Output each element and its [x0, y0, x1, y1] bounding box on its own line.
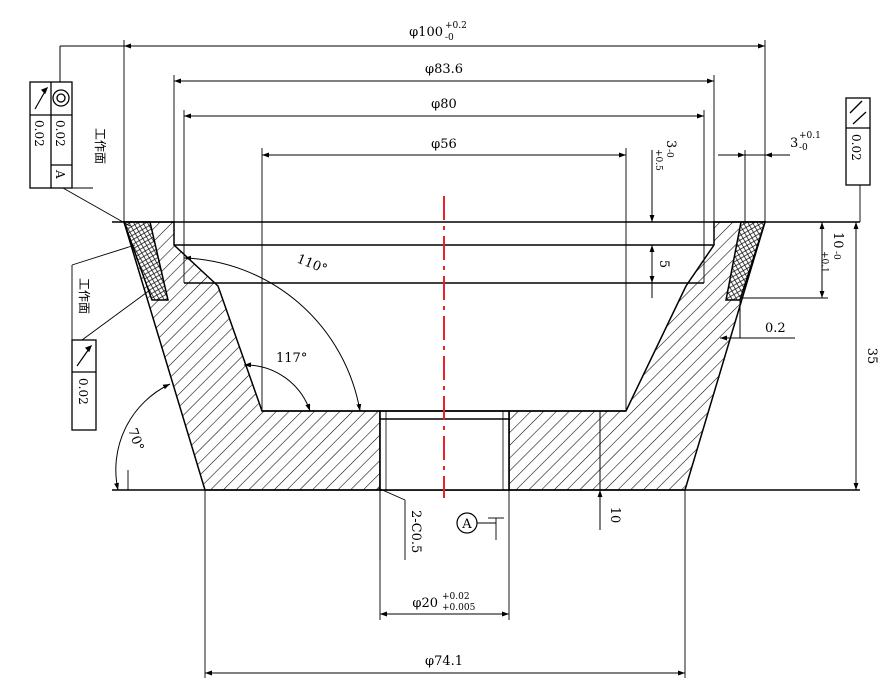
label-h10-bottom: 10	[607, 507, 622, 524]
leader-lines	[62, 185, 861, 560]
label-w3-right: 3	[790, 136, 798, 151]
concentricity-datum: A	[53, 169, 67, 179]
label-h10-top: 10	[830, 232, 845, 249]
label-w3-top: 3	[663, 140, 678, 148]
label-h10-top-lower: -0	[831, 251, 841, 260]
concentricity-icon	[52, 89, 70, 107]
concentricity-value: 0.02	[53, 120, 67, 147]
label-d20-lower: +0.005	[442, 603, 476, 613]
label-w3-top-lower: -0	[664, 149, 674, 158]
runout-icon	[34, 86, 49, 110]
working-surface-label-mid: 工作面	[77, 278, 91, 314]
label-d20: φ20	[412, 596, 438, 611]
dimension-lines	[59, 43, 859, 676]
label-h10-top-upper: +0.1	[819, 251, 829, 273]
right-wall-section	[508, 221, 767, 491]
dimension-text: φ100 +0.2 -0 φ83.6 φ80 φ56 φ20 +0.02 +0.…	[124, 21, 879, 669]
runout-value-mid: 0.02	[76, 378, 90, 405]
label-h5: 5	[656, 260, 671, 268]
label-w3-right-lower: -0	[799, 143, 808, 153]
label-d100-upper: +0.2	[445, 21, 467, 31]
runout-icon-mid	[76, 344, 93, 367]
runout-value-top: 0.02	[32, 120, 46, 147]
label-d56: φ56	[431, 137, 457, 152]
label-h35: 35	[864, 348, 879, 365]
label-angle-117: 117°	[276, 351, 307, 366]
parallelism-icon	[849, 100, 867, 125]
label-angle-110: 110°	[295, 252, 330, 278]
label-offset-0-2: 0.2	[765, 321, 786, 336]
parallelism-value: 0.02	[849, 134, 863, 161]
label-d80: φ80	[431, 97, 457, 112]
label-d100-lower: -0	[445, 33, 454, 43]
label-chamfer: 2-C0.5	[408, 510, 423, 553]
arc-70	[114, 383, 171, 491]
label-d20-upper: +0.02	[442, 592, 470, 602]
datum-label: A	[461, 517, 472, 532]
angle-arcs	[114, 255, 362, 491]
datum-symbol: A	[456, 512, 496, 534]
arc-110	[183, 255, 362, 412]
label-w3-right-upper: +0.1	[799, 131, 821, 141]
working-surface-label-top: 工作面	[93, 128, 107, 164]
label-d83-6: φ83.6	[425, 62, 463, 77]
label-angle-70: 70°	[124, 426, 146, 453]
arc-117	[243, 362, 311, 412]
label-d100: φ100	[409, 25, 443, 40]
label-d74-1: φ74.1	[425, 654, 463, 669]
label-w3-top-upper: +0.5	[653, 149, 663, 171]
